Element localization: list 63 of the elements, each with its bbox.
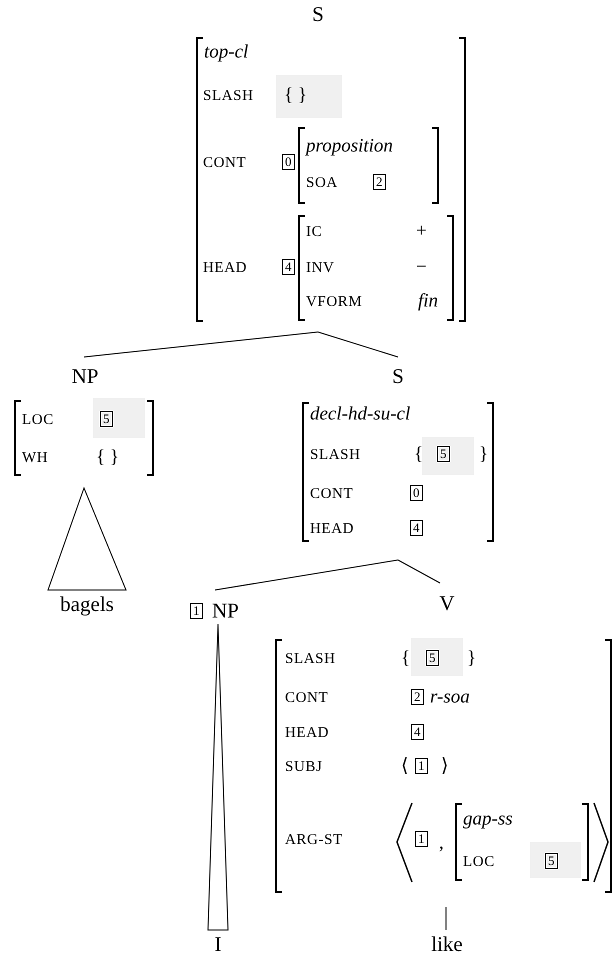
index-tag: 5 [437, 446, 450, 462]
feature-name: LOC [463, 854, 495, 870]
feature-value: { [414, 444, 424, 466]
index-tag: 0 [410, 485, 422, 501]
feature-name: ARG-ST [285, 832, 343, 848]
feature-value: } [467, 648, 476, 670]
type-label: decl-hd-su-cl [310, 404, 410, 426]
index-tag: 4 [411, 724, 424, 740]
index-tag: 2 [373, 174, 386, 190]
category-label: bagels [60, 593, 114, 617]
feature-name: SLASH [285, 650, 336, 668]
type-label: top-cl [204, 42, 248, 64]
category-label: V [439, 592, 455, 616]
feature-value: { } [96, 448, 119, 468]
feature-name: LOC [22, 412, 54, 428]
feature-name: HEAD [285, 724, 330, 742]
feature-value: { [401, 648, 410, 670]
branch-line [214, 560, 398, 590]
index-tag: 1 [190, 603, 202, 619]
index-tag: 1 [415, 758, 428, 774]
feature-name: SOA [306, 174, 338, 192]
feature-name: CONT [285, 690, 328, 706]
category-label: S [312, 3, 324, 27]
feature-value: { } [284, 86, 307, 106]
roof-triangle [47, 486, 127, 590]
index-tag: 1 [415, 831, 428, 847]
index-tag: 2 [411, 689, 424, 705]
category-label: I [214, 933, 222, 957]
feature-name: HEAD [203, 260, 248, 276]
feature-name: CONT [310, 486, 354, 502]
feature-name: SLASH [203, 88, 254, 104]
index-tag: 5 [545, 853, 558, 869]
type-label: r-soa [430, 688, 470, 708]
feature-value: + [416, 222, 427, 242]
feature-name: SLASH [310, 446, 361, 464]
index-tag: 0 [282, 154, 294, 170]
feature-value: ⟩ [441, 756, 448, 778]
feature-name: INV [306, 260, 334, 276]
feature-name: CONT [203, 154, 246, 172]
category-label: like [431, 933, 463, 957]
feature-value: − [416, 258, 427, 278]
feature-value: ⟨ [401, 756, 408, 778]
category-label: NP [212, 599, 239, 623]
type-label: gap-ss [463, 810, 513, 830]
feature-value: , [439, 834, 444, 854]
branch-line [84, 332, 318, 358]
feature-name: HEAD [310, 520, 354, 538]
feature-value: } [479, 444, 488, 466]
type-label: proposition [306, 136, 393, 158]
index-tag: 5 [426, 650, 438, 666]
feature-name: IC [306, 224, 322, 240]
feature-name: VFORM [306, 294, 362, 310]
roof-triangle [207, 624, 229, 930]
feature-name: SUBJ [285, 758, 322, 776]
index-tag: 4 [410, 520, 422, 536]
branch-line [318, 332, 398, 358]
branch-line [398, 560, 440, 584]
feature-value: fin [418, 292, 438, 312]
category-label: S [392, 365, 404, 389]
feature-name: WH [22, 450, 48, 466]
index-tag: 4 [282, 259, 294, 275]
index-tag: 5 [100, 411, 112, 427]
category-label: NP [72, 365, 98, 389]
